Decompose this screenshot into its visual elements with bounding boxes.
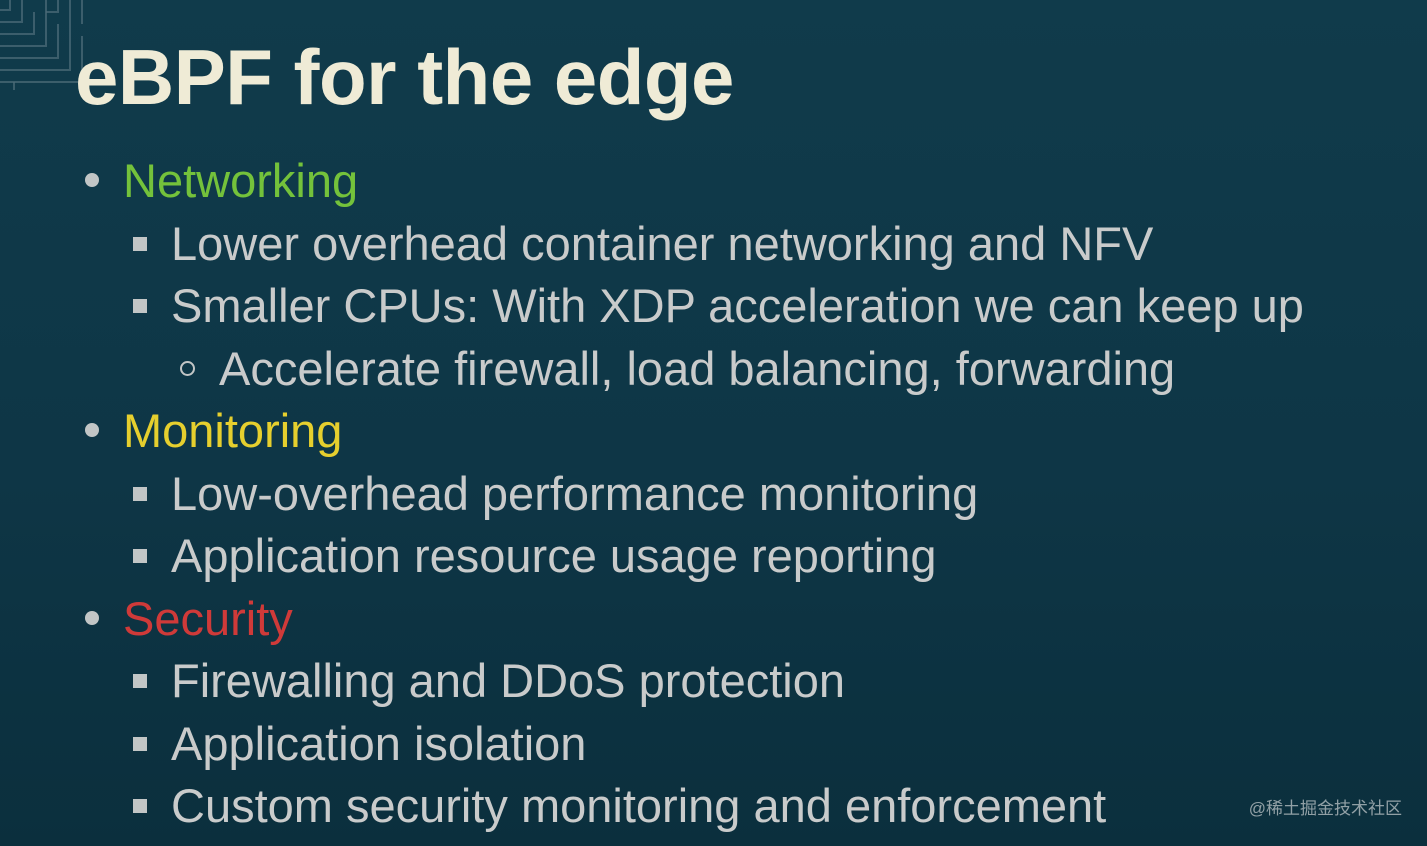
- maze-pattern-icon: [0, 0, 83, 90]
- bullet-text: Firewalling and DDoS protection: [171, 654, 845, 707]
- section-heading-security: Security: [123, 591, 293, 645]
- bullet-square-icon: [133, 549, 147, 563]
- section-heading-networking: Networking: [123, 154, 359, 207]
- bullet-square-icon: [133, 236, 147, 251]
- bullet-item-networking: Networking: [0, 150, 1427, 212]
- bullet-text: Low-overhead performance monitoring: [171, 466, 979, 520]
- bullet-square-icon: [133, 674, 147, 688]
- bullet-item-monitoring: Monitoring: [0, 400, 1427, 462]
- slide-title: eBPF for the edge: [75, 33, 734, 121]
- bullet-item-isolation: Application isolation: [0, 713, 1427, 775]
- bullet-item-security: Security: [0, 588, 1427, 650]
- bullet-square-icon: [133, 486, 147, 501]
- bullet-square-icon: [133, 736, 147, 751]
- bullet-text: Application isolation: [171, 716, 587, 770]
- bullet-square-icon: [133, 299, 147, 313]
- watermark: @稀土掘金技术社区: [1248, 799, 1402, 818]
- bullet-item-firewalling: Firewalling and DDoS protection: [0, 650, 1427, 712]
- bullet-item-resource-usage: Application resource usage reporting: [0, 525, 1427, 587]
- bullet-dot-icon: [85, 423, 99, 437]
- bullet-circle-icon: [180, 360, 195, 376]
- bullet-text: Accelerate firewall, load balancing, for…: [219, 341, 1176, 395]
- bullet-square-icon: [133, 799, 147, 813]
- section-heading-monitoring: Monitoring: [123, 404, 343, 457]
- bullet-item-lower-overhead: Lower overhead container networking and …: [0, 213, 1427, 275]
- bullet-item-custom-security: Custom security monitoring and enforceme…: [0, 775, 1427, 837]
- bullet-item-smaller-cpus: Smaller CPUs: With XDP acceleration we c…: [0, 275, 1427, 337]
- bullet-item-accelerate: Accelerate firewall, load balancing, for…: [0, 338, 1427, 400]
- bullet-text: Custom security monitoring and enforceme…: [171, 779, 1107, 832]
- bullet-text: Smaller CPUs: With XDP acceleration we c…: [171, 279, 1304, 332]
- bullet-text: Application resource usage reporting: [171, 529, 937, 582]
- bullet-dot-icon: [85, 610, 99, 625]
- bullet-dot-icon: [85, 173, 99, 187]
- bullet-item-low-overhead: Low-overhead performance monitoring: [0, 463, 1427, 525]
- bullet-text: Lower overhead container networking and …: [171, 216, 1154, 270]
